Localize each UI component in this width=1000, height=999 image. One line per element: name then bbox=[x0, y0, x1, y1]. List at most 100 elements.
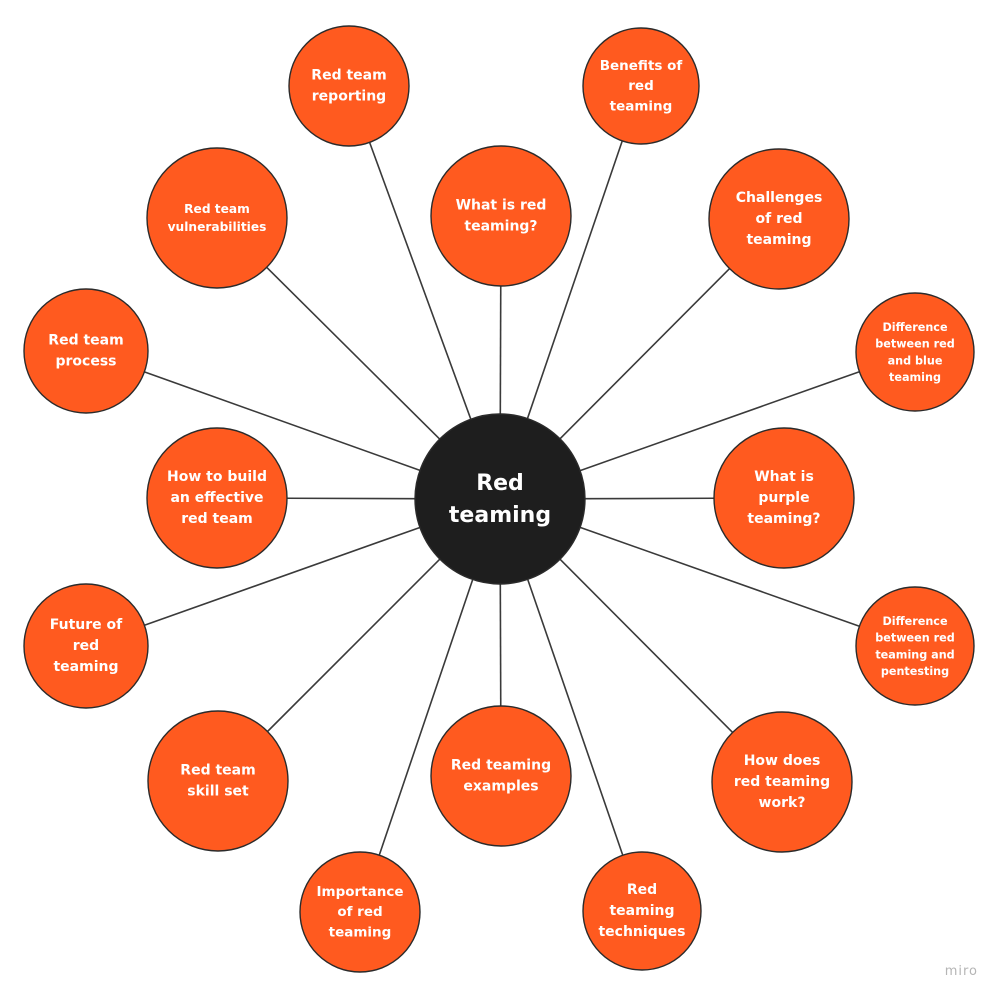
topic-node-how-does-red-teaming-work[interactable]: How does red teaming work? bbox=[711, 711, 853, 853]
topic-circle bbox=[147, 710, 289, 852]
connector-how-does-red-teaming-work bbox=[559, 558, 734, 733]
topic-circle bbox=[855, 586, 975, 706]
connector-red-team-reporting bbox=[368, 142, 472, 420]
topic-label-line: How to build bbox=[167, 469, 267, 485]
topic-label: How does red teaming work? bbox=[734, 753, 830, 811]
topic-label-line: Red team bbox=[311, 68, 386, 84]
topic-label: What is red teaming? bbox=[456, 198, 547, 235]
topic-label-line: Future of bbox=[50, 617, 123, 633]
topic-label-line: teaming bbox=[746, 232, 811, 248]
topic-node-future-of-red-teaming[interactable]: Future of red teaming bbox=[23, 583, 149, 709]
topic-circle bbox=[23, 288, 149, 414]
topic-label-line: teaming? bbox=[464, 219, 537, 235]
topic-label: Red team vulnerabilities bbox=[168, 202, 267, 234]
topic-label-line: teaming? bbox=[747, 511, 820, 527]
topic-circle bbox=[582, 27, 700, 145]
connector-difference-red-blue-teaming bbox=[579, 370, 860, 472]
topic-label-line: Benefits of bbox=[600, 58, 683, 74]
topic-label-line: Importance bbox=[316, 884, 403, 900]
topic-label-line: Challenges bbox=[736, 190, 823, 206]
topic-label: How to build an effective red team bbox=[167, 469, 267, 527]
topic-label-line: Red teaming bbox=[451, 758, 551, 774]
topic-label-line: Red team bbox=[184, 202, 250, 216]
topic-label-line: teaming bbox=[610, 98, 673, 114]
connector-red-team-process bbox=[144, 371, 421, 472]
miro-watermark: miro bbox=[944, 964, 978, 979]
connector-importance-of-red-teaming bbox=[378, 579, 474, 856]
connector-challenges-of-red-teaming bbox=[559, 268, 731, 440]
topic-node-red-team-vulnerabilities[interactable]: Red team vulnerabilities bbox=[146, 147, 288, 289]
topic-label-line: teaming bbox=[609, 903, 674, 919]
topic-label-line: How does bbox=[744, 753, 821, 769]
topic-node-challenges-of-red-teaming[interactable]: Challenges of red teaming bbox=[708, 148, 850, 290]
topic-label-line: red team bbox=[181, 511, 253, 527]
topic-label: Red teaming examples bbox=[451, 758, 551, 795]
topic-circle bbox=[23, 583, 149, 709]
topic-label-line: pentesting bbox=[881, 665, 949, 678]
topic-node-red-team-skill-set[interactable]: Red team skill set bbox=[147, 710, 289, 852]
topic-label-line: vulnerabilities bbox=[168, 220, 267, 234]
center-label-line: teaming bbox=[449, 503, 551, 528]
topic-label-line: red teaming bbox=[734, 774, 830, 790]
topic-label-line: What is bbox=[754, 469, 814, 485]
topic-node-difference-red-blue-teaming[interactable]: Difference between red and blue teaming bbox=[855, 292, 975, 412]
topic-label: Difference between red and blue teaming bbox=[875, 320, 954, 383]
topic-label-line: Red bbox=[627, 882, 657, 898]
topic-label-line: process bbox=[55, 354, 116, 370]
topic-circle bbox=[299, 851, 421, 973]
topic-label: Red team reporting bbox=[311, 68, 386, 105]
topic-label-line: an effective bbox=[170, 490, 263, 506]
topic-label-line: and blue bbox=[888, 354, 943, 367]
topic-label-line: red bbox=[73, 638, 99, 654]
topic-label: Red team process bbox=[48, 333, 123, 370]
topic-circle bbox=[855, 292, 975, 412]
topic-label-line: skill set bbox=[187, 784, 249, 800]
topic-label-line: teaming and bbox=[875, 648, 954, 661]
topic-label: What is purple teaming? bbox=[747, 469, 820, 527]
connector-lines bbox=[144, 140, 860, 856]
topic-circle bbox=[430, 145, 572, 287]
connector-future-of-red-teaming bbox=[144, 526, 421, 627]
topic-label-line: teaming bbox=[889, 371, 941, 384]
topic-label-line: of red bbox=[337, 904, 382, 920]
topic-node-red-team-reporting[interactable]: Red team reporting bbox=[288, 25, 410, 147]
topic-label-line: Red team bbox=[180, 763, 255, 779]
topic-label-line: What is red bbox=[456, 198, 547, 214]
topic-circle bbox=[288, 25, 410, 147]
topic-label-line: work? bbox=[759, 795, 806, 811]
topic-label-line: reporting bbox=[312, 89, 386, 105]
center-circle[interactable] bbox=[414, 413, 586, 585]
topic-label: Challenges of red teaming bbox=[736, 190, 823, 248]
topic-label-line: Difference bbox=[882, 614, 947, 627]
topic-label-line: examples bbox=[463, 779, 538, 795]
topic-circle bbox=[708, 148, 850, 290]
center-label-line: Red bbox=[476, 471, 524, 496]
topic-label-line: of red bbox=[755, 211, 802, 227]
topic-circle bbox=[146, 427, 288, 569]
topic-node-what-is-red-teaming[interactable]: What is red teaming? bbox=[430, 145, 572, 287]
topic-label-line: Difference bbox=[882, 320, 947, 333]
connector-difference-red-teaming-pentesting bbox=[579, 526, 860, 628]
topic-circle bbox=[430, 705, 572, 847]
topic-label-line: Red team bbox=[48, 333, 123, 349]
topic-node-red-teaming-examples[interactable]: Red teaming examples bbox=[430, 705, 572, 847]
topic-node-how-to-build-effective-red-team[interactable]: How to build an effective red team bbox=[146, 427, 288, 569]
center-node: Red teaming bbox=[414, 413, 586, 585]
topic-label-line: teaming bbox=[53, 659, 118, 675]
topic-label-line: purple bbox=[758, 490, 809, 506]
topic-circle bbox=[711, 711, 853, 853]
connector-red-teaming-techniques bbox=[526, 579, 624, 856]
topic-label-line: between red bbox=[875, 337, 954, 350]
topic-node-red-team-process[interactable]: Red team process bbox=[23, 288, 149, 414]
topic-node-what-is-purple-teaming[interactable]: What is purple teaming? bbox=[713, 427, 855, 569]
